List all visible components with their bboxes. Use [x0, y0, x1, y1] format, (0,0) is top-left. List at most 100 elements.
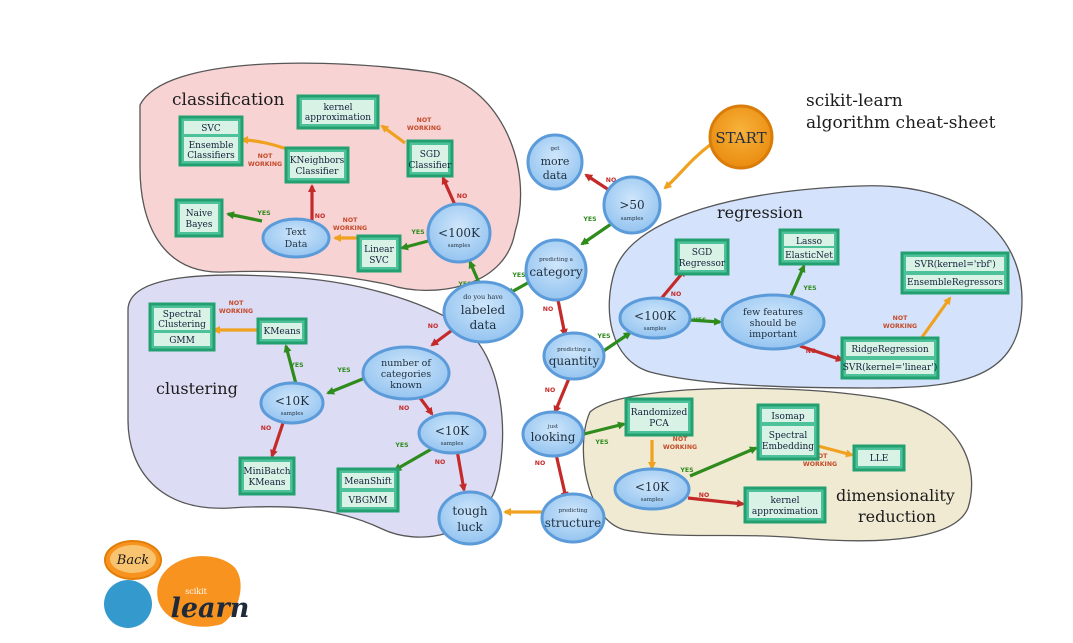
kmeans-estimator[interactable]: KMeans	[256, 317, 308, 345]
estimator-label: Linear	[364, 245, 394, 255]
over-50-samples-node[interactable]: >50 samples	[602, 175, 662, 235]
label-not-working: NOT	[343, 217, 358, 224]
estimator-label: kernel	[770, 496, 799, 506]
estimator-label: approximation	[305, 113, 371, 123]
node-label: <10K	[275, 394, 310, 408]
estimator-label: approximation	[752, 507, 818, 517]
arrow-clu10k-yes	[283, 344, 298, 385]
node-label: >50	[619, 198, 644, 212]
lle-estimator[interactable]: LLE	[852, 444, 906, 472]
node-label: do you have	[463, 293, 503, 301]
estimator-label: RidgeRegression	[851, 345, 929, 355]
arrow-category-no	[556, 299, 568, 337]
get-more-data-node[interactable]: get more data	[526, 133, 584, 191]
estimator-label: VBGMM	[348, 496, 388, 506]
few-features-node[interactable]: few features should be important	[720, 293, 826, 351]
node-label: Text	[286, 227, 307, 238]
node-label: predicting a	[557, 347, 592, 353]
arrow-clu10k2-yes	[393, 445, 436, 472]
linear-svc-estimator[interactable]: Linear SVC	[356, 234, 402, 273]
estimator-label: SGD	[692, 248, 713, 258]
randomized-pca-estimator[interactable]: Randomized PCA	[624, 397, 694, 437]
label-yes: YES	[511, 272, 525, 279]
node-label: structure	[545, 516, 602, 530]
estimator-label: GMM	[169, 336, 195, 346]
predicting-category-node[interactable]: predicting a category	[524, 238, 588, 302]
logo-scikit-text: scikit	[185, 587, 208, 596]
arrow-textdata-yes	[226, 211, 263, 223]
dimensionality-under-10k-node[interactable]: <10K samples	[613, 467, 691, 511]
label-yes: YES	[410, 229, 424, 236]
sgd-classifier-estimator[interactable]: SGD Classifier	[406, 139, 454, 178]
arrow-dim10k-yes	[689, 446, 758, 478]
spectral-clustering-estimator[interactable]: Spectral Clustering GMM	[148, 302, 216, 352]
regression-under-100k-node[interactable]: <100K samples	[618, 296, 692, 340]
node-label: known	[390, 380, 422, 391]
node-label: get	[551, 146, 561, 152]
logo-learn-text: learn	[171, 593, 250, 624]
node-label: samples	[441, 441, 464, 447]
estimator-label: Classifier	[296, 167, 340, 177]
node-label: just	[547, 424, 559, 430]
estimator-label: SVR(kernel='rbf')	[914, 259, 995, 270]
minibatch-kmeans-estimator[interactable]: MiniBatch KMeans	[238, 456, 296, 496]
label-yes: YES	[336, 367, 350, 374]
number-of-categories-node[interactable]: number of categories known	[361, 345, 451, 401]
just-looking-node[interactable]: just looking	[521, 410, 585, 458]
cheat-sheet-title-line2: algorithm cheat-sheet	[806, 113, 996, 133]
text-data-node[interactable]: Text Data	[261, 217, 331, 259]
kneighbors-classifier-estimator[interactable]: KNeighbors Classifier	[284, 146, 350, 184]
arrow-justlooking-yes	[583, 421, 626, 436]
back-button[interactable]: Back	[104, 540, 162, 580]
start-node[interactable]: START	[708, 104, 774, 170]
node-label: <10K	[435, 424, 470, 438]
estimator-label: SVC	[201, 124, 221, 134]
estimator-label: Isomap	[771, 412, 804, 422]
isomap-spectral-embedding-estimator[interactable]: Isomap Spectral Embedding	[756, 403, 820, 461]
arrow-clu10k2-no	[455, 449, 467, 492]
label-no: NO	[261, 425, 271, 432]
estimator-label: Bayes	[185, 220, 212, 230]
kernel-approximation-classification-estimator[interactable]: kernel approximation	[296, 94, 380, 130]
meanshift-estimator[interactable]: MeanShift VBGMM	[336, 467, 400, 513]
ridge-regression-estimator[interactable]: RidgeRegression SVR(kernel='linear')	[840, 336, 940, 380]
sgd-regressor-estimator[interactable]: SGD Regressor	[674, 238, 730, 276]
label-no: NO	[535, 460, 545, 467]
label-yes: YES	[692, 317, 706, 324]
logo-orange-shape	[157, 556, 241, 627]
estimator-label: MiniBatch	[243, 467, 290, 477]
predicting-quantity-node[interactable]: predicting a quantity	[542, 331, 606, 381]
node-label: <100K	[438, 226, 481, 240]
clustering-under-10k-left-node[interactable]: <10K samples	[259, 381, 325, 425]
lasso-elasticnet-estimator[interactable]: Lasso ElasticNet	[778, 228, 840, 266]
node-label: tough	[452, 504, 487, 518]
node-label: predicting	[559, 508, 588, 514]
label-no: NO	[606, 177, 616, 184]
predicting-structure-node[interactable]: predicting structure	[540, 492, 606, 544]
naive-bayes-estimator[interactable]: Naive Bayes	[174, 198, 224, 238]
node-label: category	[529, 265, 582, 279]
clustering-under-10k-right-node[interactable]: <10K samples	[417, 411, 487, 455]
label-yes: YES	[256, 210, 270, 217]
node-label: <10K	[635, 480, 670, 494]
svc-estimator[interactable]: SVC Ensemble Classifiers	[178, 115, 244, 167]
label-no: NO	[671, 291, 681, 298]
node-label: data	[470, 318, 497, 332]
node-label: number of	[381, 358, 432, 369]
labeled-data-node[interactable]: do you have labeled data	[442, 280, 524, 344]
tough-luck-node[interactable]: tough luck	[437, 490, 503, 546]
label-not-working: WORKING	[663, 444, 697, 451]
node-label: samples	[621, 216, 644, 222]
estimator-label: Regressor	[679, 259, 726, 269]
svr-rbf-estimator[interactable]: SVR(kernel='rbf') EnsembleRegressors	[900, 251, 1010, 295]
estimator-label: EnsembleRegressors	[907, 278, 1003, 288]
estimator-label: PCA	[649, 419, 669, 429]
label-no: NO	[435, 459, 445, 466]
label-no: NO	[399, 405, 409, 412]
label-yes: YES	[802, 285, 816, 292]
classification-under-100k-node[interactable]: <100K samples	[426, 202, 492, 264]
scikit-learn-logo[interactable]: scikit learn	[104, 556, 249, 628]
kernel-approximation-dimensionality-estimator[interactable]: kernel approximation	[743, 486, 827, 524]
node-label: Data	[285, 239, 308, 250]
cheat-sheet-title-line1: scikit-learn	[806, 91, 903, 111]
